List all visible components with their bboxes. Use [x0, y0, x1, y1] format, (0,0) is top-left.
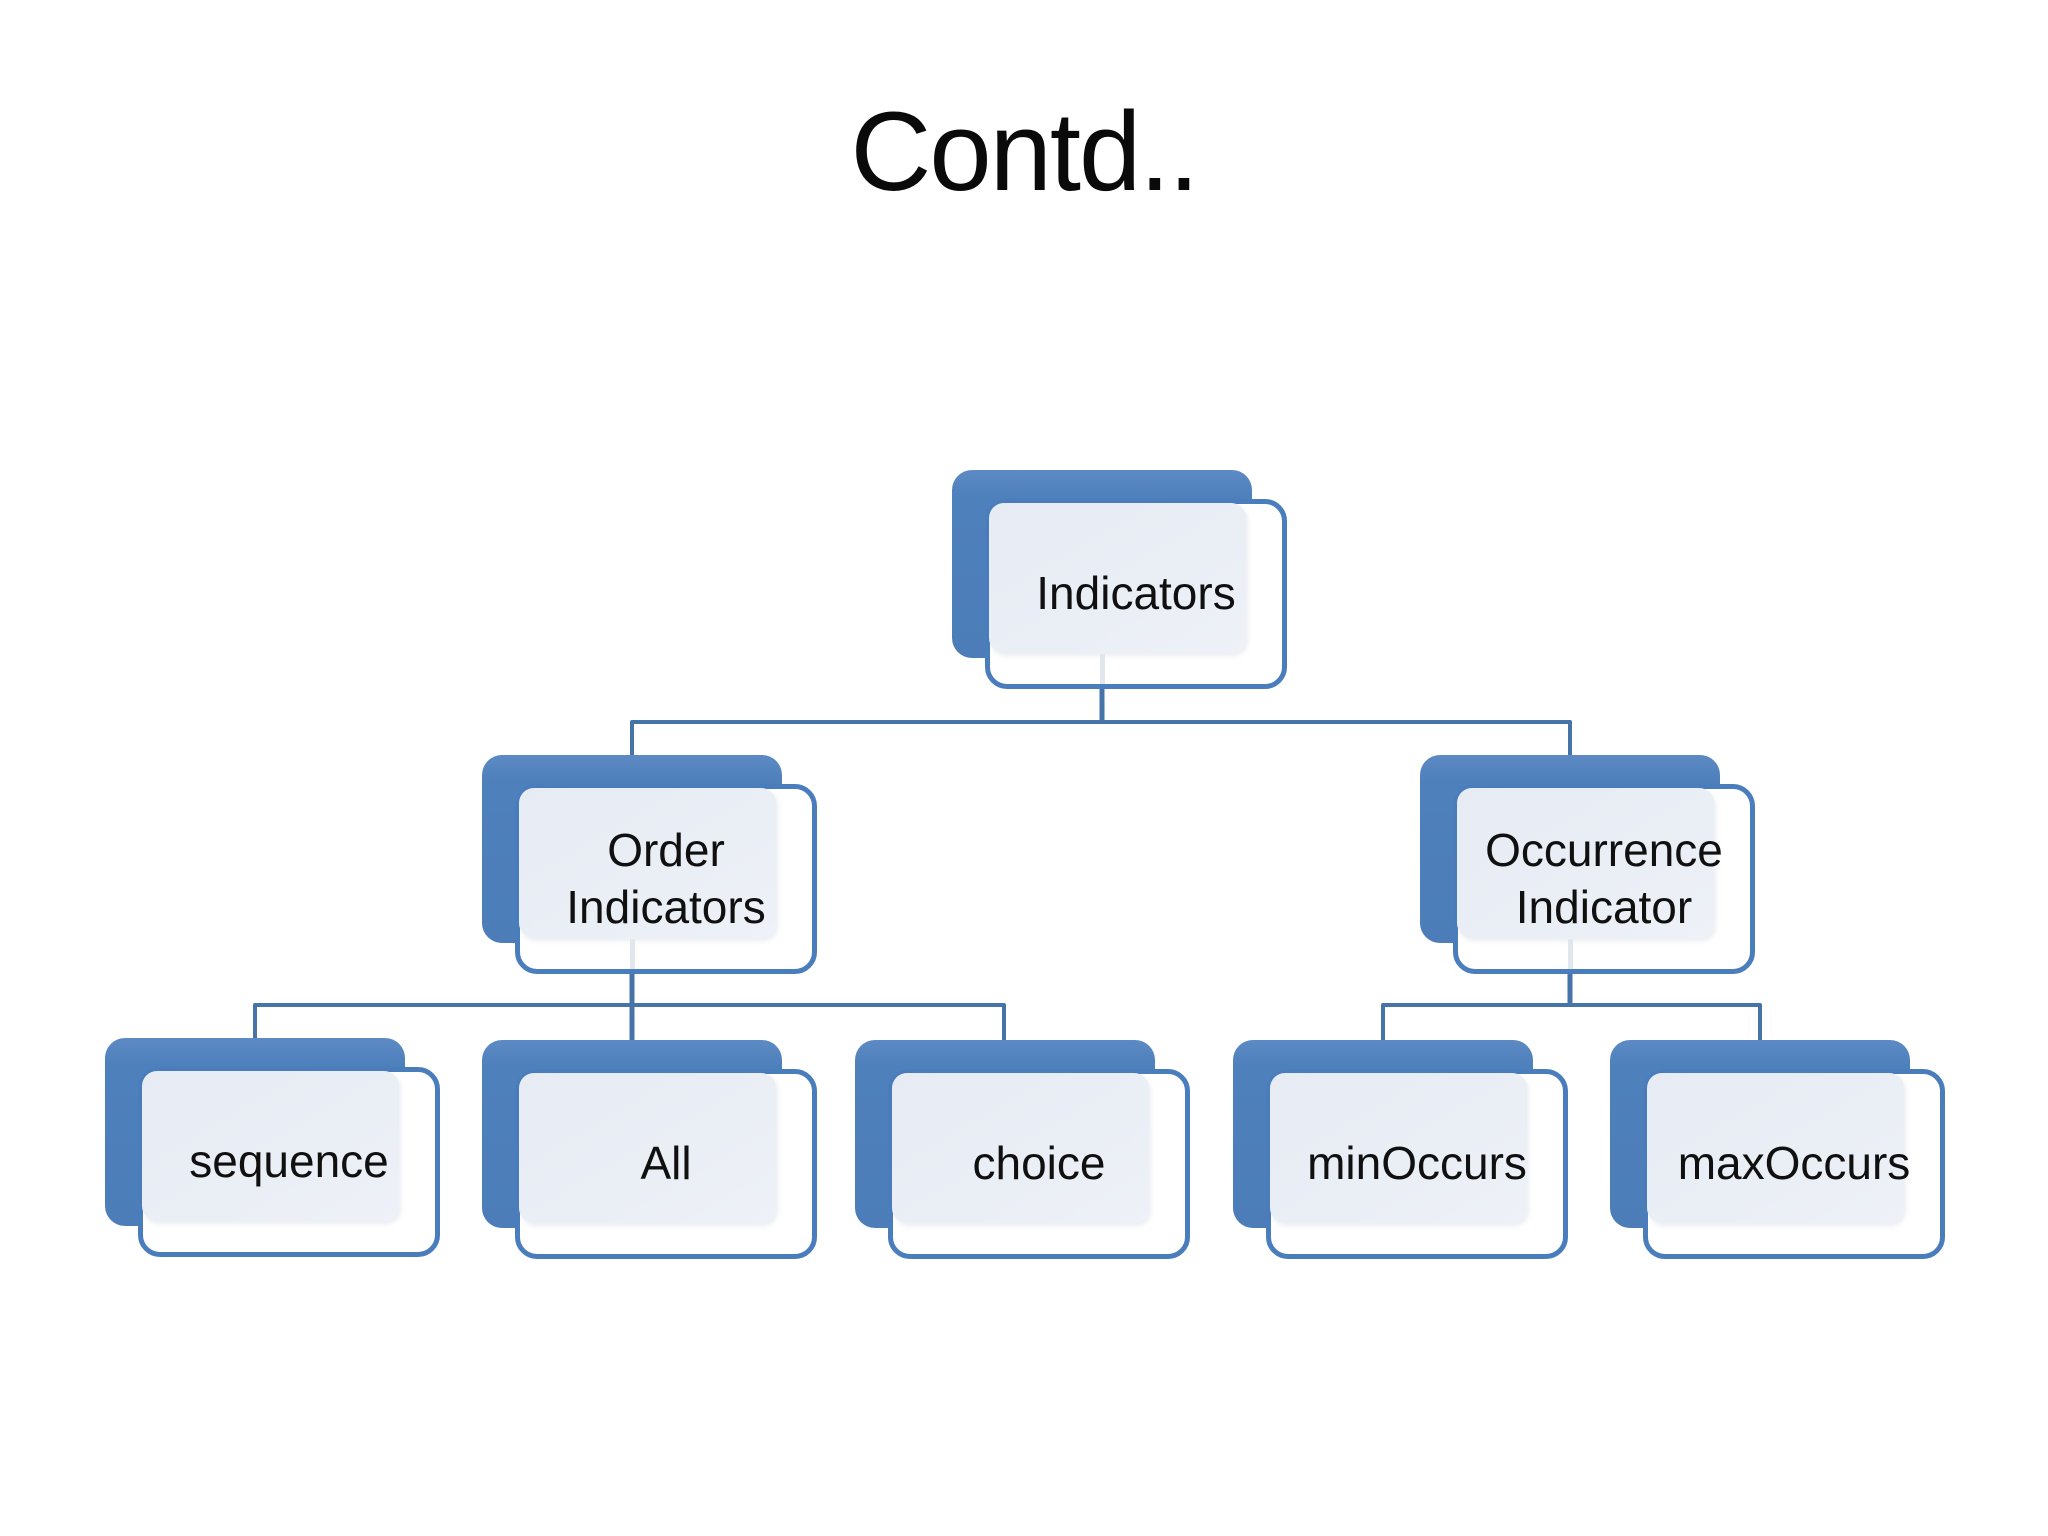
- node-indicators-label: Indicators: [1036, 567, 1236, 620]
- node-minoccurs-fill: [1270, 1073, 1527, 1223]
- node-occurrence-indicator-label: Occurrence Indicator: [1485, 823, 1723, 934]
- slide-title: Contd..: [850, 89, 1199, 214]
- node-maxoccurs-label: maxOccurs: [1677, 1137, 1911, 1190]
- node-maxoccurs: maxOccurs: [1610, 1040, 1945, 1259]
- node-sequence: sequence: [105, 1038, 440, 1257]
- node-sequence-label: sequence: [189, 1135, 389, 1188]
- node-choice: choice: [855, 1040, 1190, 1259]
- node-minoccurs: minOccurs: [1233, 1040, 1568, 1259]
- node-occurrence-indicator-fill: [1457, 788, 1714, 938]
- node-indicators-fill: [989, 503, 1246, 653]
- node-order-indicators-fill: [519, 788, 776, 938]
- node-order-indicators-label: Order Indicators: [566, 823, 766, 934]
- node-sequence-fill: [142, 1071, 399, 1221]
- node-order-indicators: Order Indicators: [482, 755, 817, 974]
- node-choice-box: choice: [888, 1069, 1190, 1259]
- node-indicators-box: Indicators: [985, 499, 1287, 689]
- node-sequence-box: sequence: [138, 1067, 440, 1257]
- node-all-label: All: [640, 1137, 692, 1190]
- node-indicators-ghost-stub: [1100, 654, 1105, 684]
- node-maxoccurs-box: maxOccurs: [1643, 1069, 1945, 1259]
- node-order-indicators-box: Order Indicators: [515, 784, 817, 974]
- connector-occurrence-to-children: [1381, 1003, 1762, 1044]
- node-all: All: [482, 1040, 817, 1259]
- node-choice-label: choice: [972, 1137, 1106, 1190]
- node-occurrence-indicator: Occurrence Indicator: [1420, 755, 1755, 974]
- node-occurrence-indicator-ghost-stub: [1568, 939, 1573, 969]
- node-choice-fill: [892, 1073, 1149, 1223]
- connector-order-to-children: [253, 1003, 1006, 1044]
- node-all-box: All: [515, 1069, 817, 1259]
- node-minoccurs-label: minOccurs: [1307, 1137, 1527, 1190]
- node-order-indicators-ghost-stub: [630, 939, 635, 969]
- node-occurrence-indicator-box: Occurrence Indicator: [1453, 784, 1755, 974]
- node-minoccurs-box: minOccurs: [1266, 1069, 1568, 1259]
- node-indicators: Indicators: [952, 470, 1287, 689]
- connector-indicators-to-level2: [630, 720, 1572, 760]
- node-all-fill: [519, 1073, 776, 1223]
- node-maxoccurs-fill: [1647, 1073, 1904, 1223]
